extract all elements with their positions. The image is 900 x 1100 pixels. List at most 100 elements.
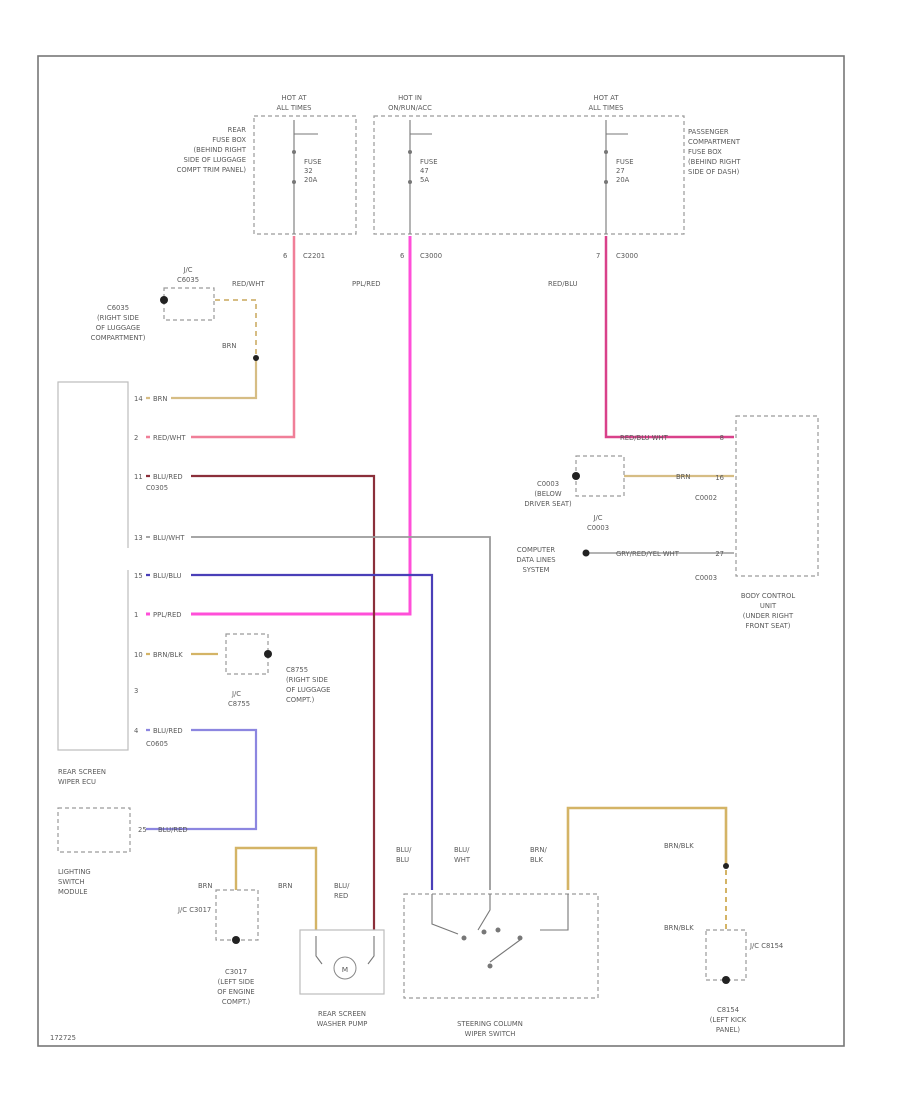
svg-text:SIDE OF LUGGAGE: SIDE OF LUGGAGE (184, 156, 246, 164)
svg-text:32: 32 (304, 167, 313, 175)
svg-text:C3000: C3000 (616, 252, 638, 260)
svg-text:DRIVER SEAT): DRIVER SEAT) (524, 500, 572, 508)
steering-column-switch: STEERING COLUMN WIPER SWITCH (403, 893, 599, 1038)
ground-c0003: C0003 (BELOW DRIVER SEAT) J/C C0003 (524, 455, 625, 532)
svg-text:C3017: C3017 (225, 968, 247, 976)
ground-c8755: C8755 (RIGHT SIDE OF LUGGAGE COMPT.) J/C… (225, 633, 330, 708)
svg-text:HOT AT: HOT AT (281, 94, 307, 102)
svg-text:SWITCH: SWITCH (58, 878, 85, 886)
ecu-pin-label-bg (150, 432, 191, 442)
wires (146, 236, 734, 930)
wire-red-wht (146, 236, 296, 439)
svg-text:BRN: BRN (198, 882, 212, 890)
rear-fuse-box: HOT AT ALL TIMES REAR FUSE BOX (BEHIND R… (177, 94, 357, 260)
lighting-switch-module: 25 BLU/RED LIGHTING SWITCH MODULE (57, 807, 188, 896)
svg-text:(BEHIND RIGHT: (BEHIND RIGHT (194, 146, 247, 154)
svg-text:OF LUGGAGE: OF LUGGAGE (96, 324, 140, 332)
svg-text:BRN/: BRN/ (530, 846, 547, 854)
svg-text:HOT AT: HOT AT (593, 94, 619, 102)
svg-text:WHT: WHT (454, 856, 471, 864)
ecu-pin-label-bg (150, 609, 191, 619)
svg-text:GRY/RED/YEL WHT: GRY/RED/YEL WHT (616, 550, 680, 558)
computer-data-lines: COMPUTER DATA LINES SYSTEM (516, 546, 590, 574)
svg-text:27: 27 (715, 550, 724, 558)
diagram-frame (37, 55, 845, 1047)
svg-text:SIDE OF DASH): SIDE OF DASH) (688, 168, 740, 176)
svg-text:FUSE: FUSE (420, 158, 438, 166)
middle-fuse-box: HOT IN ON/RUN/ACC FUSE 47 5A 6 C3000 (373, 94, 685, 260)
svg-text:STEERING COLUMN: STEERING COLUMN (457, 1020, 523, 1028)
svg-text:COMPT.): COMPT.) (222, 998, 251, 1006)
wire-blu-blu (146, 573, 434, 890)
ecu-pin-label-bg (150, 570, 191, 580)
svg-text:8: 8 (720, 434, 724, 442)
svg-text:BLK: BLK (530, 856, 543, 864)
svg-text:RED/BLU WHT: RED/BLU WHT (620, 434, 669, 442)
svg-text:C0305: C0305 (146, 484, 168, 492)
svg-text:(LEFT KICK: (LEFT KICK (710, 1016, 747, 1024)
ecu-pin-label-bg (150, 393, 171, 403)
svg-text:16: 16 (715, 474, 724, 482)
svg-text:C0605: C0605 (146, 740, 168, 748)
wire-red-blu (604, 236, 734, 439)
svg-text:BLU/: BLU/ (454, 846, 470, 854)
svg-text:FUSE BOX: FUSE BOX (212, 136, 246, 144)
svg-text:COMPARTMENT: COMPARTMENT (688, 138, 741, 146)
svg-text:WIPER SWITCH: WIPER SWITCH (465, 1030, 516, 1038)
svg-text:OF ENGINE: OF ENGINE (217, 988, 254, 996)
svg-text:C8154: C8154 (717, 1006, 739, 1014)
svg-text:C8755: C8755 (286, 666, 308, 674)
svg-text:(RIGHT SIDE: (RIGHT SIDE (286, 676, 328, 684)
svg-text:BLU: BLU (396, 856, 409, 864)
svg-text:J/C: J/C (592, 514, 602, 522)
svg-text:C0002: C0002 (695, 494, 717, 502)
svg-text:J/C: J/C (231, 690, 241, 698)
svg-text:REAR: REAR (228, 126, 247, 134)
svg-text:7: 7 (596, 252, 600, 260)
svg-text:RED/BLU: RED/BLU (548, 280, 578, 288)
svg-text:C2201: C2201 (303, 252, 325, 260)
svg-text:25: 25 (138, 826, 147, 834)
svg-text:J/C C3017: J/C C3017 (177, 906, 211, 914)
ecu-pin-number: 1 (134, 611, 138, 619)
svg-text:20A: 20A (616, 176, 630, 184)
wire-ppl-red (146, 236, 412, 616)
svg-text:ON/RUN/ACC: ON/RUN/ACC (388, 104, 432, 112)
svg-text:RED/WHT: RED/WHT (232, 280, 265, 288)
ecu-pin-number: 2 (134, 434, 138, 442)
svg-text:C6035: C6035 (177, 276, 199, 284)
svg-text:COMPUTER: COMPUTER (517, 546, 555, 554)
svg-text:REAR SCREEN: REAR SCREEN (318, 1010, 366, 1018)
ecu-pin-number: 15 (134, 572, 143, 580)
ground-c8154: J/C C8154 C8154 (LEFT KICK PANEL) (705, 863, 783, 1034)
passenger-fuse-box: HOT AT ALL TIMES PASSENGER COMPARTMENT F… (588, 94, 741, 260)
wire-brn-ecu (146, 358, 258, 400)
svg-text:RED: RED (334, 892, 348, 900)
svg-text:PASSENGER: PASSENGER (688, 128, 729, 136)
svg-text:BRN: BRN (278, 882, 292, 890)
svg-text:BRN/BLK: BRN/BLK (664, 924, 694, 932)
ecu-pin-number: 4 (134, 727, 138, 735)
rear-washer-pump: M REAR SCREEN WASHER PUMP (299, 929, 385, 1028)
svg-text:6: 6 (400, 252, 404, 260)
svg-text:FUSE: FUSE (304, 158, 322, 166)
svg-text:WIPER ECU: WIPER ECU (58, 778, 96, 786)
body-control-unit: 8 16 27 C0002 C0003 BODY CONTROL UNIT (U… (695, 415, 819, 630)
ecu-pin-label-bg (150, 725, 191, 735)
svg-text:47: 47 (420, 167, 429, 175)
svg-text:(RIGHT SIDE: (RIGHT SIDE (97, 314, 139, 322)
svg-text:C6035: C6035 (107, 304, 129, 312)
svg-text:COMPT TRIM PANEL): COMPT TRIM PANEL) (177, 166, 247, 174)
ecu-pin-number: 10 (134, 651, 143, 659)
wire-blu-red-light (146, 728, 258, 831)
ecu-pin-wire-label: BLU/WHT (153, 534, 185, 542)
svg-text:BRN/BLK: BRN/BLK (664, 842, 694, 850)
wire-brn-blk-switch (566, 806, 728, 890)
ecu-pin-label-bg (150, 532, 191, 542)
svg-text:FUSE: FUSE (616, 158, 634, 166)
svg-text:20A: 20A (304, 176, 318, 184)
ecu-pin-number: 14 (134, 395, 143, 403)
wire-labels: RED/WHT PPL/RED RED/BLU BRN BRN RED/BLU … (198, 280, 694, 932)
